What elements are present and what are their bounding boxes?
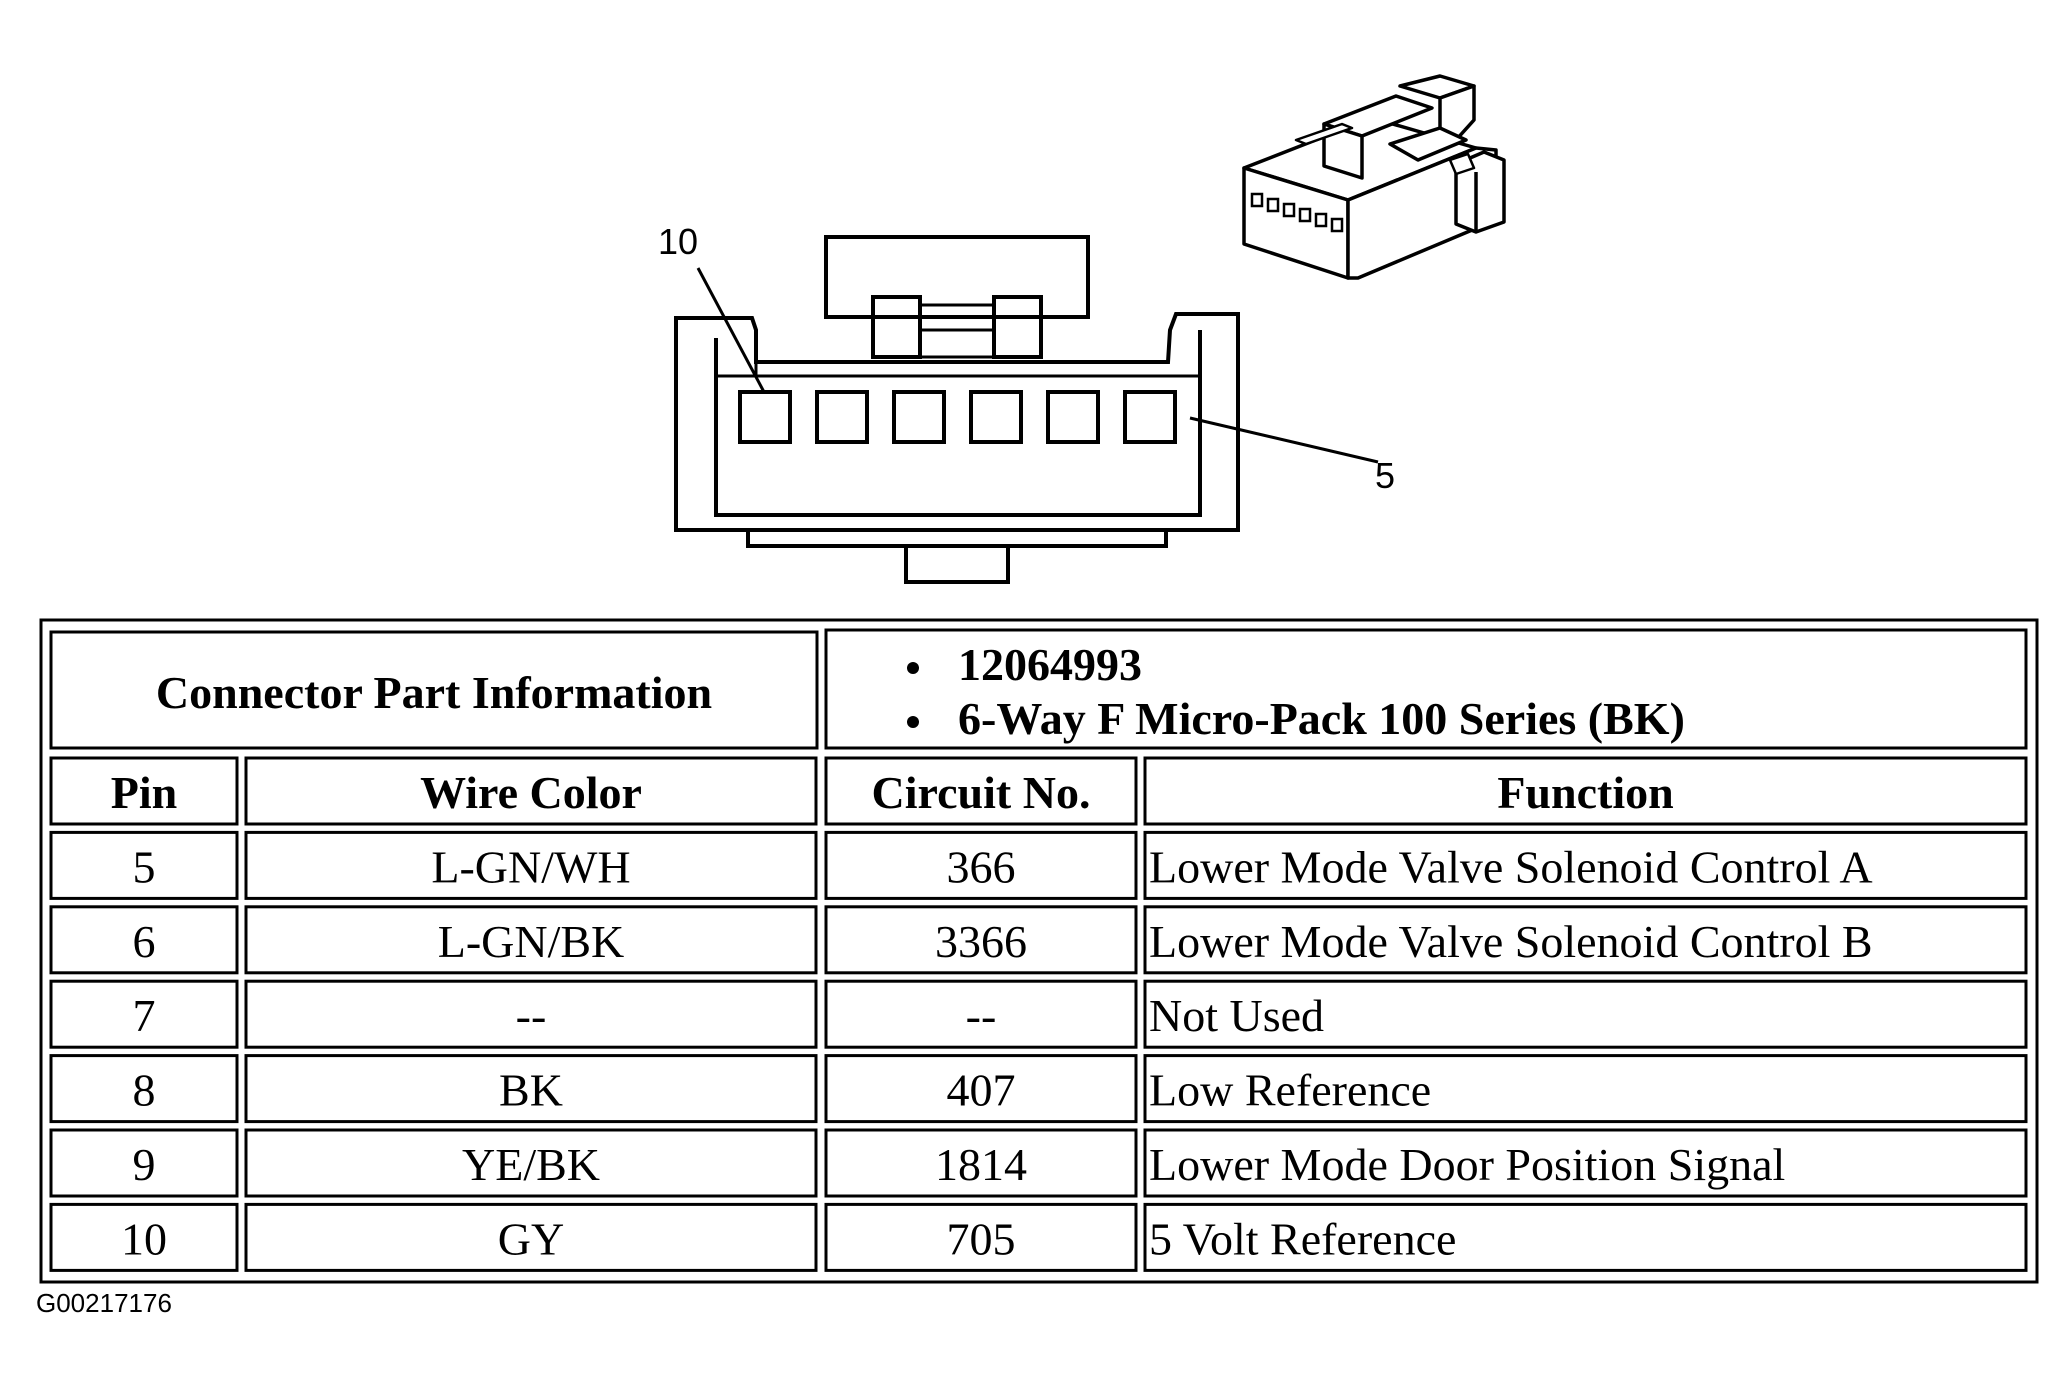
cell-pin: 8 bbox=[133, 1065, 156, 1116]
column-header: Circuit No. bbox=[872, 767, 1091, 818]
connector-housing bbox=[674, 312, 1240, 532]
table-cell bbox=[824, 905, 1138, 975]
callout-label-10: 10 bbox=[658, 221, 698, 262]
cell-function: Low Reference bbox=[1149, 1065, 1431, 1116]
header-label-cell bbox=[49, 630, 819, 750]
table-grid: Pin Wire Color Circuit No. Function 5 L-GN/WH… bbox=[49, 756, 2028, 1272]
cell-pin: 7 bbox=[133, 990, 156, 1041]
table-cell bbox=[244, 830, 818, 900]
callout-leader-10 bbox=[696, 267, 766, 393]
cell-wire: -- bbox=[516, 990, 547, 1041]
cell-pin: 5 bbox=[133, 841, 156, 892]
column-header: Function bbox=[1497, 767, 1673, 818]
cell-function: Lower Mode Valve Solenoid Control B bbox=[1149, 916, 1873, 967]
cell-function: Lower Mode Door Position Signal bbox=[1149, 1139, 1785, 1190]
cavity bbox=[1123, 390, 1177, 444]
cell-function: 5 Volt Reference bbox=[1149, 1213, 1456, 1264]
cell-circuit: 1814 bbox=[935, 1139, 1027, 1190]
table-cell bbox=[1143, 830, 2028, 900]
cell-circuit: 3366 bbox=[935, 916, 1027, 967]
table-cell bbox=[49, 756, 239, 826]
connector-cavities bbox=[738, 390, 1177, 444]
connector-table: Connector Part Information 12064993 6-Wa… bbox=[39, 618, 2039, 1284]
table-cell bbox=[244, 756, 818, 826]
table-cell bbox=[1143, 756, 2028, 826]
table-cell bbox=[49, 1202, 239, 1272]
connector-latch bbox=[824, 235, 1090, 319]
table-cell bbox=[824, 1128, 1138, 1198]
isometric-cavities bbox=[1250, 192, 1344, 233]
table-border bbox=[39, 618, 2039, 1284]
part-info-cell bbox=[824, 628, 2028, 750]
callout-label-5: 5 bbox=[1375, 455, 1395, 496]
table-cell bbox=[244, 1128, 818, 1198]
cell-function: Not Used bbox=[1149, 990, 1324, 1041]
cell-pin: 9 bbox=[133, 1139, 156, 1190]
table-cell bbox=[1143, 1128, 2028, 1198]
cell-wire: YE/BK bbox=[462, 1139, 600, 1190]
cell-circuit: 366 bbox=[947, 841, 1016, 892]
cell-wire: L-GN/BK bbox=[438, 916, 625, 967]
table-cell bbox=[49, 905, 239, 975]
table-cell bbox=[1143, 979, 2028, 1049]
cell-circuit: 407 bbox=[947, 1065, 1016, 1116]
part-description: 6-Way F Micro-Pack 100 Series (BK) bbox=[958, 693, 1685, 744]
iso-cavity bbox=[1330, 217, 1344, 233]
cavity bbox=[1046, 390, 1100, 444]
iso-cavity bbox=[1266, 197, 1280, 213]
cavity bbox=[892, 390, 946, 444]
cell-wire: BK bbox=[499, 1065, 563, 1116]
table-cell bbox=[244, 1202, 818, 1272]
table-cell bbox=[49, 1128, 239, 1198]
table-cell bbox=[1143, 1202, 2028, 1272]
table-cell bbox=[1143, 1054, 2028, 1124]
column-header: Wire Color bbox=[420, 767, 642, 818]
cell-pin: 6 bbox=[133, 916, 156, 967]
cell-wire: L-GN/WH bbox=[431, 841, 630, 892]
table-cell bbox=[49, 1054, 239, 1124]
part-number: 12064993 bbox=[958, 639, 1142, 690]
cavity bbox=[815, 390, 869, 444]
callout-leaders bbox=[696, 267, 1379, 464]
table-cell bbox=[824, 830, 1138, 900]
header-label: Connector Part Information bbox=[156, 667, 712, 718]
cell-pin: 10 bbox=[121, 1213, 167, 1264]
table-cell bbox=[244, 905, 818, 975]
table-cell bbox=[244, 1054, 818, 1124]
column-header: Pin bbox=[111, 767, 177, 818]
figure-id: G00217176 bbox=[36, 1288, 172, 1318]
table-cell bbox=[1143, 905, 2028, 975]
table-cell bbox=[824, 1202, 1138, 1272]
iso-cavity bbox=[1250, 192, 1264, 208]
callout-leader-5 bbox=[1189, 416, 1379, 464]
connector-front-view bbox=[674, 235, 1240, 584]
iso-cavity bbox=[1314, 212, 1328, 228]
cell-wire: GY bbox=[498, 1213, 564, 1264]
table-cell bbox=[824, 1054, 1138, 1124]
cavity bbox=[738, 390, 792, 444]
table-cell bbox=[244, 979, 818, 1049]
table-cell bbox=[824, 756, 1138, 826]
cavity bbox=[969, 390, 1023, 444]
cell-circuit: -- bbox=[966, 990, 997, 1041]
table-cell bbox=[49, 830, 239, 900]
bullet-icon bbox=[907, 662, 919, 674]
bullet-icon bbox=[907, 716, 919, 728]
table-cell bbox=[49, 979, 239, 1049]
cell-circuit: 705 bbox=[947, 1213, 1016, 1264]
iso-cavity bbox=[1282, 202, 1296, 218]
iso-cavity bbox=[1298, 207, 1312, 223]
connector-isometric-view bbox=[1242, 74, 1506, 280]
table-cell bbox=[824, 979, 1138, 1049]
cell-function: Lower Mode Valve Solenoid Control A bbox=[1149, 841, 1873, 892]
